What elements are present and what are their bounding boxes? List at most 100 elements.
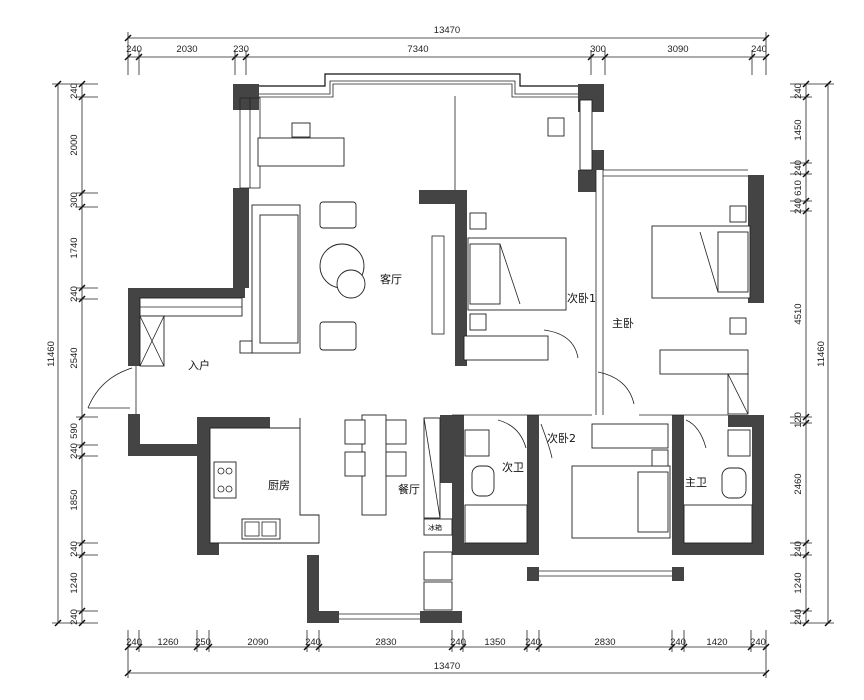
bottom-dim-7: 240 [450, 637, 466, 648]
toilet-2 [721, 467, 747, 499]
dining-table [361, 414, 387, 516]
bottom-dim-8: 1350 [484, 637, 505, 648]
wall-masterbath-right [752, 415, 764, 555]
top-overall-dimension: 13470 [434, 25, 460, 36]
left-dim-11: 1240 [69, 572, 80, 593]
wall-master-right [748, 188, 764, 303]
top-dimensions: 13470 240 2030 230 7340 300 3090 240 [124, 25, 770, 75]
right-dim-8: 2460 [793, 473, 804, 494]
bottom-dim-2: 1260 [157, 637, 178, 648]
washbasin-2 [727, 429, 751, 457]
bottom-dim-1: 240 [126, 637, 142, 648]
fridge [423, 518, 453, 536]
left-dim-2: 2000 [69, 134, 80, 155]
room-label-kitchen: 厨房 [268, 479, 290, 492]
room-label-master: 主卧 [612, 317, 634, 330]
bottom-dim-9: 240 [525, 637, 541, 648]
room-label-master-bath: 主卫 [685, 476, 707, 489]
armchair [319, 201, 357, 229]
left-dim-12: 240 [69, 609, 80, 625]
wardrobe [463, 335, 549, 361]
top-dim-3: 230 [233, 44, 249, 55]
wall-entry-top [128, 288, 245, 298]
wall-living-left [233, 188, 249, 288]
bottom-dim-13: 240 [750, 637, 766, 648]
left-dim-7: 590 [69, 423, 80, 439]
wall-bath2-left [452, 415, 464, 555]
dining-furniture [344, 414, 453, 611]
bottom-dim-11: 240 [670, 637, 686, 648]
room-label-entry: 入户 [188, 358, 210, 372]
right-dim-3: 240 [793, 160, 804, 176]
left-dim-3: 300 [69, 192, 80, 208]
right-dim-7: 120 [793, 412, 804, 428]
walls [128, 73, 764, 623]
room-label-bedroom1: 次卧1 [567, 291, 596, 305]
left-dim-9: 1850 [69, 489, 80, 510]
sink [241, 518, 281, 540]
living-furniture [239, 122, 366, 354]
wall-entry-left [128, 288, 140, 366]
right-dim-1: 240 [793, 83, 804, 99]
right-dim-10: 1240 [793, 572, 804, 593]
top-dim-2: 2030 [176, 44, 197, 55]
bottom-dim-12: 1420 [706, 637, 727, 648]
left-dim-10: 240 [69, 541, 80, 557]
left-dim-8: 240 [69, 443, 80, 459]
top-dim-6: 3090 [667, 44, 688, 55]
bedroom1-furniture [463, 99, 593, 361]
right-dim-2: 1450 [793, 119, 804, 140]
wall-dining-bottom-left [307, 555, 319, 623]
right-dim-6: 4510 [793, 303, 804, 324]
desk-chair [291, 122, 311, 138]
washbasin [464, 429, 490, 457]
bedroom2-furniture [540, 423, 671, 539]
top-dim-4: 7340 [407, 44, 428, 55]
side-table [336, 269, 366, 299]
bathroom-fixtures [464, 419, 753, 544]
armchair [319, 321, 357, 351]
wardrobe-2 [591, 423, 669, 449]
fridge-label: 冰箱 [428, 523, 442, 532]
room-label-living: 客厅 [380, 272, 402, 286]
bottom-dim-3: 250 [195, 637, 211, 648]
wall-kitchen-left [197, 417, 270, 555]
top-dim-1: 240 [126, 44, 142, 55]
kitchen-furniture [209, 418, 320, 544]
wall-masterbath-left [672, 415, 684, 555]
room-label-bedroom2: 次卧2 [547, 431, 576, 445]
shower-2 [683, 504, 753, 544]
right-dim-5: 240 [793, 198, 804, 214]
right-dimensions: 240 1450 240 610 240 4510 120 2460 240 1… [790, 80, 834, 627]
master-furniture [597, 205, 751, 415]
bottom-dimensions: 240 1260 250 2090 240 2830 240 1350 240 … [124, 630, 770, 678]
room-label-bath2: 次卫 [502, 460, 524, 474]
bottom-dim-5: 240 [305, 637, 321, 648]
bottom-overall-dimension: 13470 [434, 661, 460, 672]
master-wardrobe [659, 349, 749, 375]
right-overall-dimension: 11460 [816, 341, 827, 367]
entry-cabinet [87, 297, 243, 409]
bottom-dim-6: 2830 [375, 637, 396, 648]
wall-block-nw [233, 84, 259, 110]
wall-bath2-right [527, 415, 539, 555]
left-dim-6: 2540 [69, 347, 80, 368]
bottom-dim-10: 2830 [594, 637, 615, 648]
left-dim-4: 1740 [69, 237, 80, 258]
left-dim-5: 240 [69, 286, 80, 302]
left-overall-dimension: 11460 [46, 341, 57, 367]
stove [213, 461, 237, 499]
right-dim-4: 610 [793, 180, 804, 196]
top-dim-7: 240 [751, 44, 767, 55]
left-dim-1: 240 [69, 83, 80, 99]
right-dim-9: 240 [793, 541, 804, 557]
shower [464, 504, 528, 544]
bottom-dim-4: 2090 [247, 637, 268, 648]
desk [257, 137, 345, 167]
room-label-dining: 餐厅 [398, 482, 420, 496]
left-dimensions: 11460 240 2000 300 1740 240 2540 590 240… [46, 80, 98, 627]
toilet [471, 465, 495, 497]
right-dim-11: 240 [793, 609, 804, 625]
top-dim-5: 300 [590, 44, 606, 55]
